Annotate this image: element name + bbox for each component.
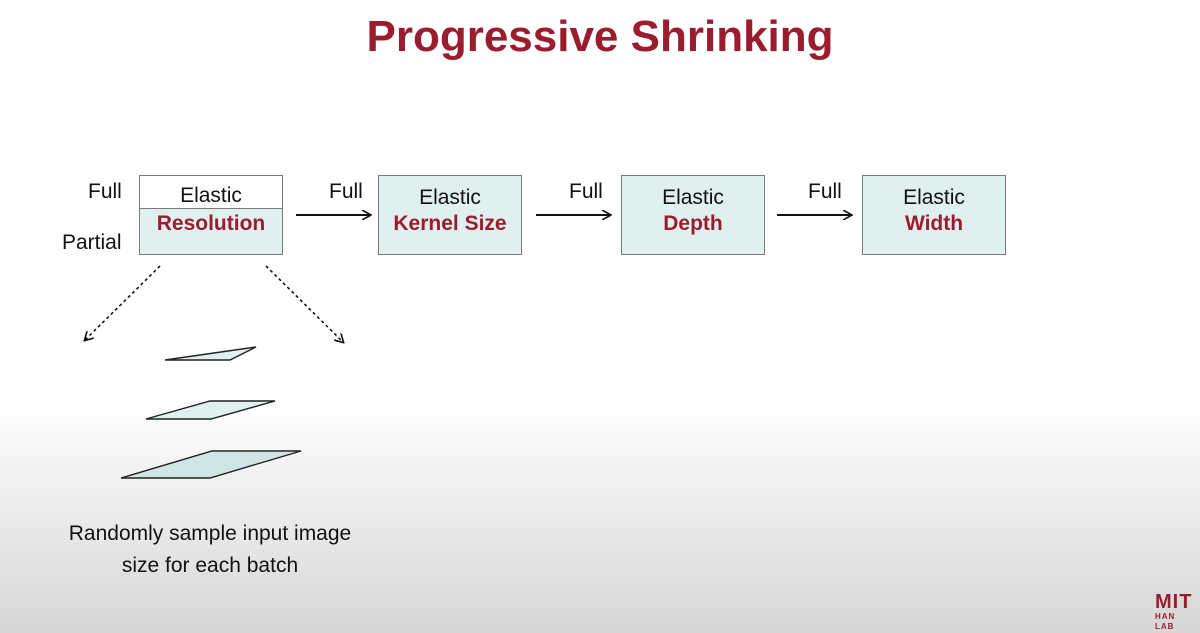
logo-sub: HAN LAB [1155,612,1176,631]
sampling-note: Randomly sample input image size for eac… [40,518,380,582]
stage-line1: Elastic [903,186,965,209]
arrow-label-full: Full [808,180,842,203]
image-plane-small [164,346,257,361]
arrow-label-full: Full [569,180,603,203]
stage-box-kernel-size: Elastic Kernel Size [378,175,522,255]
stage-box-depth: Elastic Depth [621,175,765,255]
slide-title: Progressive Shrinking [366,12,834,61]
stage-line2: Depth [663,212,723,235]
stage-line1: Elastic [662,186,724,209]
full-label: Full [88,180,122,203]
stage-line2: Width [904,212,964,235]
stage-line2: Kernel Size [393,212,507,235]
partial-label: Partial [62,231,122,254]
arrow-label-full: Full [329,180,363,203]
full-segment [140,176,282,209]
logo-mark: MIT [1155,591,1193,613]
note-line1: Randomly sample input image [68,522,352,545]
dotted-arrow-right [265,265,343,342]
stage-line2: Resolution [156,212,266,235]
image-plane-medium [145,400,276,420]
stage-line1: Elastic [419,186,481,209]
dotted-arrow-left [85,265,161,340]
stage-line1: Elastic [180,184,242,207]
mit-han-lab-logo: MIT HAN LAB [1155,591,1195,631]
stage-box-width: Elastic Width [862,175,1006,255]
stage-box-resolution: Elastic Resolution [139,175,283,255]
image-plane-large [120,450,302,479]
note-line2: size for each batch [121,554,299,577]
